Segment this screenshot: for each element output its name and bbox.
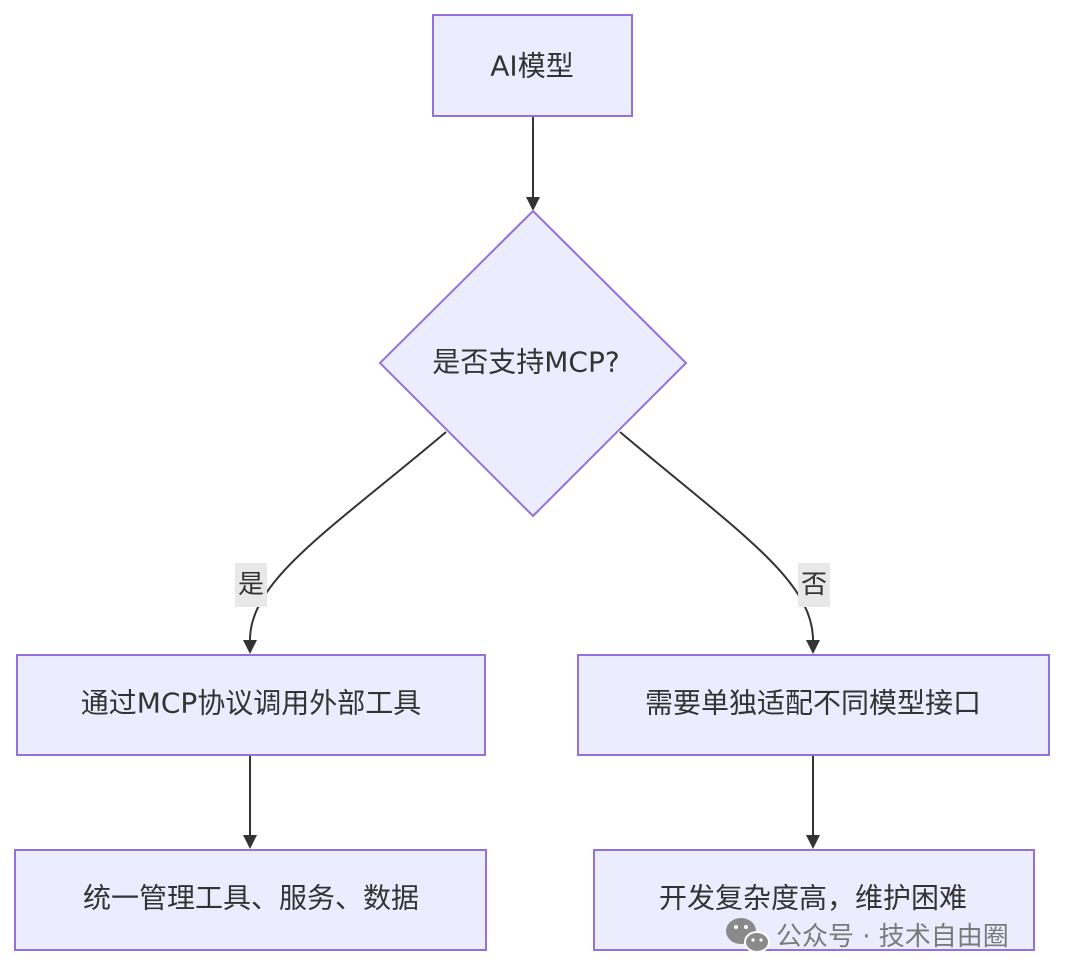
arrow-head-icon xyxy=(806,835,820,849)
edge-decision-to-right xyxy=(619,431,814,641)
edge-label-no-text: 否 xyxy=(801,570,827,600)
node-left-bottom: 统一管理工具、服务、数据 xyxy=(14,849,487,951)
edge-decision-to-left xyxy=(249,431,447,641)
arrow-head-icon xyxy=(526,197,540,211)
node-right-box: 需要单独适配不同模型接口 xyxy=(577,654,1050,756)
arrow-head-icon xyxy=(806,640,820,654)
arrow-head-icon xyxy=(243,640,257,654)
arrow-head-icon xyxy=(243,835,257,849)
node-right-bottom-label: 开发复杂度高，维护困难 xyxy=(659,882,967,915)
edge-label-no: 否 xyxy=(798,563,830,607)
watermark-text: 公众号 · 技术自由圈 xyxy=(776,922,1009,952)
node-right-box-label: 需要单独适配不同模型接口 xyxy=(645,687,981,720)
wechat-icon xyxy=(726,918,770,953)
node-left-box-label: 通过MCP协议调用外部工具 xyxy=(81,687,422,720)
node-decision-label: 是否支持MCP? xyxy=(432,346,619,379)
node-left-box: 通过MCP协议调用外部工具 xyxy=(16,654,486,756)
watermark: 公众号 · 技术自由圈 xyxy=(726,918,1009,953)
node-ai-model: AI模型 xyxy=(432,14,633,117)
node-decision: 是否支持MCP? xyxy=(378,209,688,518)
edge-label-yes-text: 是 xyxy=(238,570,264,600)
node-ai-model-label: AI模型 xyxy=(490,50,573,83)
node-right-bottom: 开发复杂度高，维护困难 xyxy=(593,849,1035,951)
node-left-bottom-label: 统一管理工具、服务、数据 xyxy=(83,882,419,915)
edges xyxy=(243,117,820,849)
edge-label-yes: 是 xyxy=(235,563,267,607)
